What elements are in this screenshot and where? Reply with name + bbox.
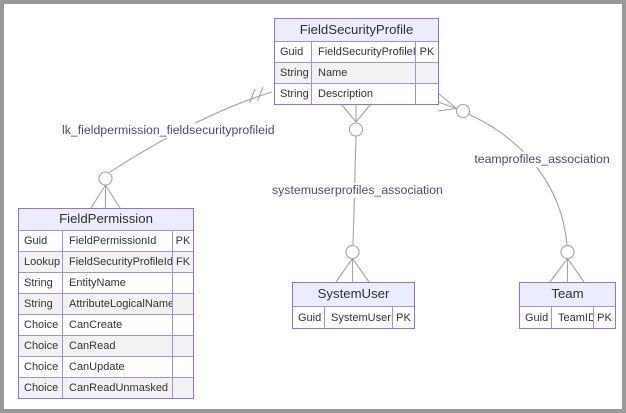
relationship-fieldsecurityprofile-systemuser [335, 104, 371, 283]
entity-title: Team [520, 283, 615, 306]
attribute-key: FK [172, 252, 193, 272]
attribute-name: FieldSecurityProfileId [318, 46, 415, 58]
attribute-key [172, 336, 193, 356]
attribute-key [172, 294, 193, 314]
attribute-name: FieldSecurityProfileId [69, 256, 172, 268]
attribute-name: EntityName [69, 277, 126, 289]
attribute-row: Choice CanUpdate [19, 356, 193, 377]
relationship-fieldsecurityprofile-team [437, 92, 585, 283]
attribute-key: PK [593, 307, 615, 328]
attribute-key: PK [415, 42, 438, 62]
attribute-row: Choice CanRead [19, 335, 193, 356]
attribute-type: Choice [19, 315, 63, 335]
attribute-name: FieldPermissionId [69, 235, 157, 247]
attribute-key [172, 357, 193, 377]
crows-foot-many-icon [335, 258, 370, 283]
one-and-only-one-tick-icon [256, 86, 264, 102]
crows-foot-many-icon [341, 104, 371, 123]
attribute-key: PK [392, 307, 414, 328]
relationship-lines-layer [90, 86, 585, 283]
entity-title: FieldPermission [19, 209, 193, 230]
attribute-type: String [275, 84, 312, 104]
attribute-name: CanRead [69, 340, 116, 352]
attribute-type: Guid [19, 231, 63, 251]
entity-fieldsecurityprofile[interactable]: FieldSecurityProfile Guid FieldSecurityP… [274, 18, 439, 105]
attribute-row: String Name [275, 62, 438, 83]
zero-circle-icon [455, 103, 471, 119]
entity-title: SystemUser [293, 283, 414, 306]
attribute-row: String Description [275, 83, 438, 104]
entity-fieldpermission[interactable]: FieldPermission Guid FieldPermissionId P… [18, 208, 194, 399]
attribute-name: SystemUserId [331, 311, 392, 324]
zero-circle-icon [345, 244, 360, 260]
attribute-type: Guid [275, 42, 312, 62]
attribute-key [172, 273, 193, 293]
attribute-row: Guid FieldPermissionId PK [19, 230, 193, 251]
relationship-label: systemuserprofiles_association [270, 183, 443, 198]
attribute-key [415, 63, 438, 83]
attribute-row: Choice CanCreate [19, 314, 193, 335]
attribute-key: PK [172, 231, 193, 251]
attribute-name: Name [318, 67, 348, 79]
crows-foot-many-icon [437, 92, 457, 112]
attribute-type: Guid [293, 307, 325, 328]
relationship-label: lk_fieldpermission_fieldsecurityprofilei… [60, 123, 277, 138]
attribute-name: CanReadUnmasked [69, 382, 169, 394]
attribute-key [415, 84, 438, 104]
zero-circle-icon [348, 122, 364, 137]
relationship-line [468, 113, 568, 246]
one-and-only-one-tick-icon [248, 88, 256, 104]
attribute-name: TeamID [558, 311, 593, 324]
attribute-type: String [19, 294, 63, 314]
attribute-row: String AttributeLogicalName [19, 293, 193, 314]
relationship-label: teamprofiles_association [471, 152, 613, 167]
attribute-row: Guid SystemUserId PK [293, 306, 414, 328]
attribute-type: Choice [19, 357, 63, 377]
attribute-type: String [19, 273, 63, 293]
attribute-row: Guid TeamID PK [520, 306, 615, 328]
attribute-key [172, 378, 193, 398]
attribute-type: Lookup [19, 252, 63, 272]
zero-circle-icon [98, 171, 113, 186]
attribute-name: AttributeLogicalName [69, 298, 172, 310]
attribute-type: String [275, 63, 312, 83]
entity-title: FieldSecurityProfile [275, 19, 438, 41]
crows-foot-many-icon [549, 258, 585, 283]
attribute-name: Description [318, 88, 374, 100]
attribute-name: CanUpdate [69, 361, 125, 373]
crows-foot-many-icon [90, 184, 121, 209]
attribute-row: Lookup FieldSecurityProfileId FK [19, 251, 193, 272]
attribute-row: String EntityName [19, 272, 193, 293]
attribute-name: CanCreate [69, 319, 123, 331]
attribute-key [172, 315, 193, 335]
attribute-type: Choice [19, 336, 63, 356]
entity-systemuser[interactable]: SystemUser Guid SystemUserId PK [292, 282, 415, 329]
attribute-type: Guid [520, 307, 552, 328]
attribute-type: Choice [19, 378, 63, 398]
relationship-fieldpermission-fieldsecurityprofile [90, 86, 273, 209]
attribute-row: Guid FieldSecurityProfileId PK [275, 41, 438, 62]
zero-circle-icon [560, 244, 575, 260]
entity-team[interactable]: Team Guid TeamID PK [519, 282, 616, 329]
attribute-row: Choice CanReadUnmasked [19, 377, 193, 398]
